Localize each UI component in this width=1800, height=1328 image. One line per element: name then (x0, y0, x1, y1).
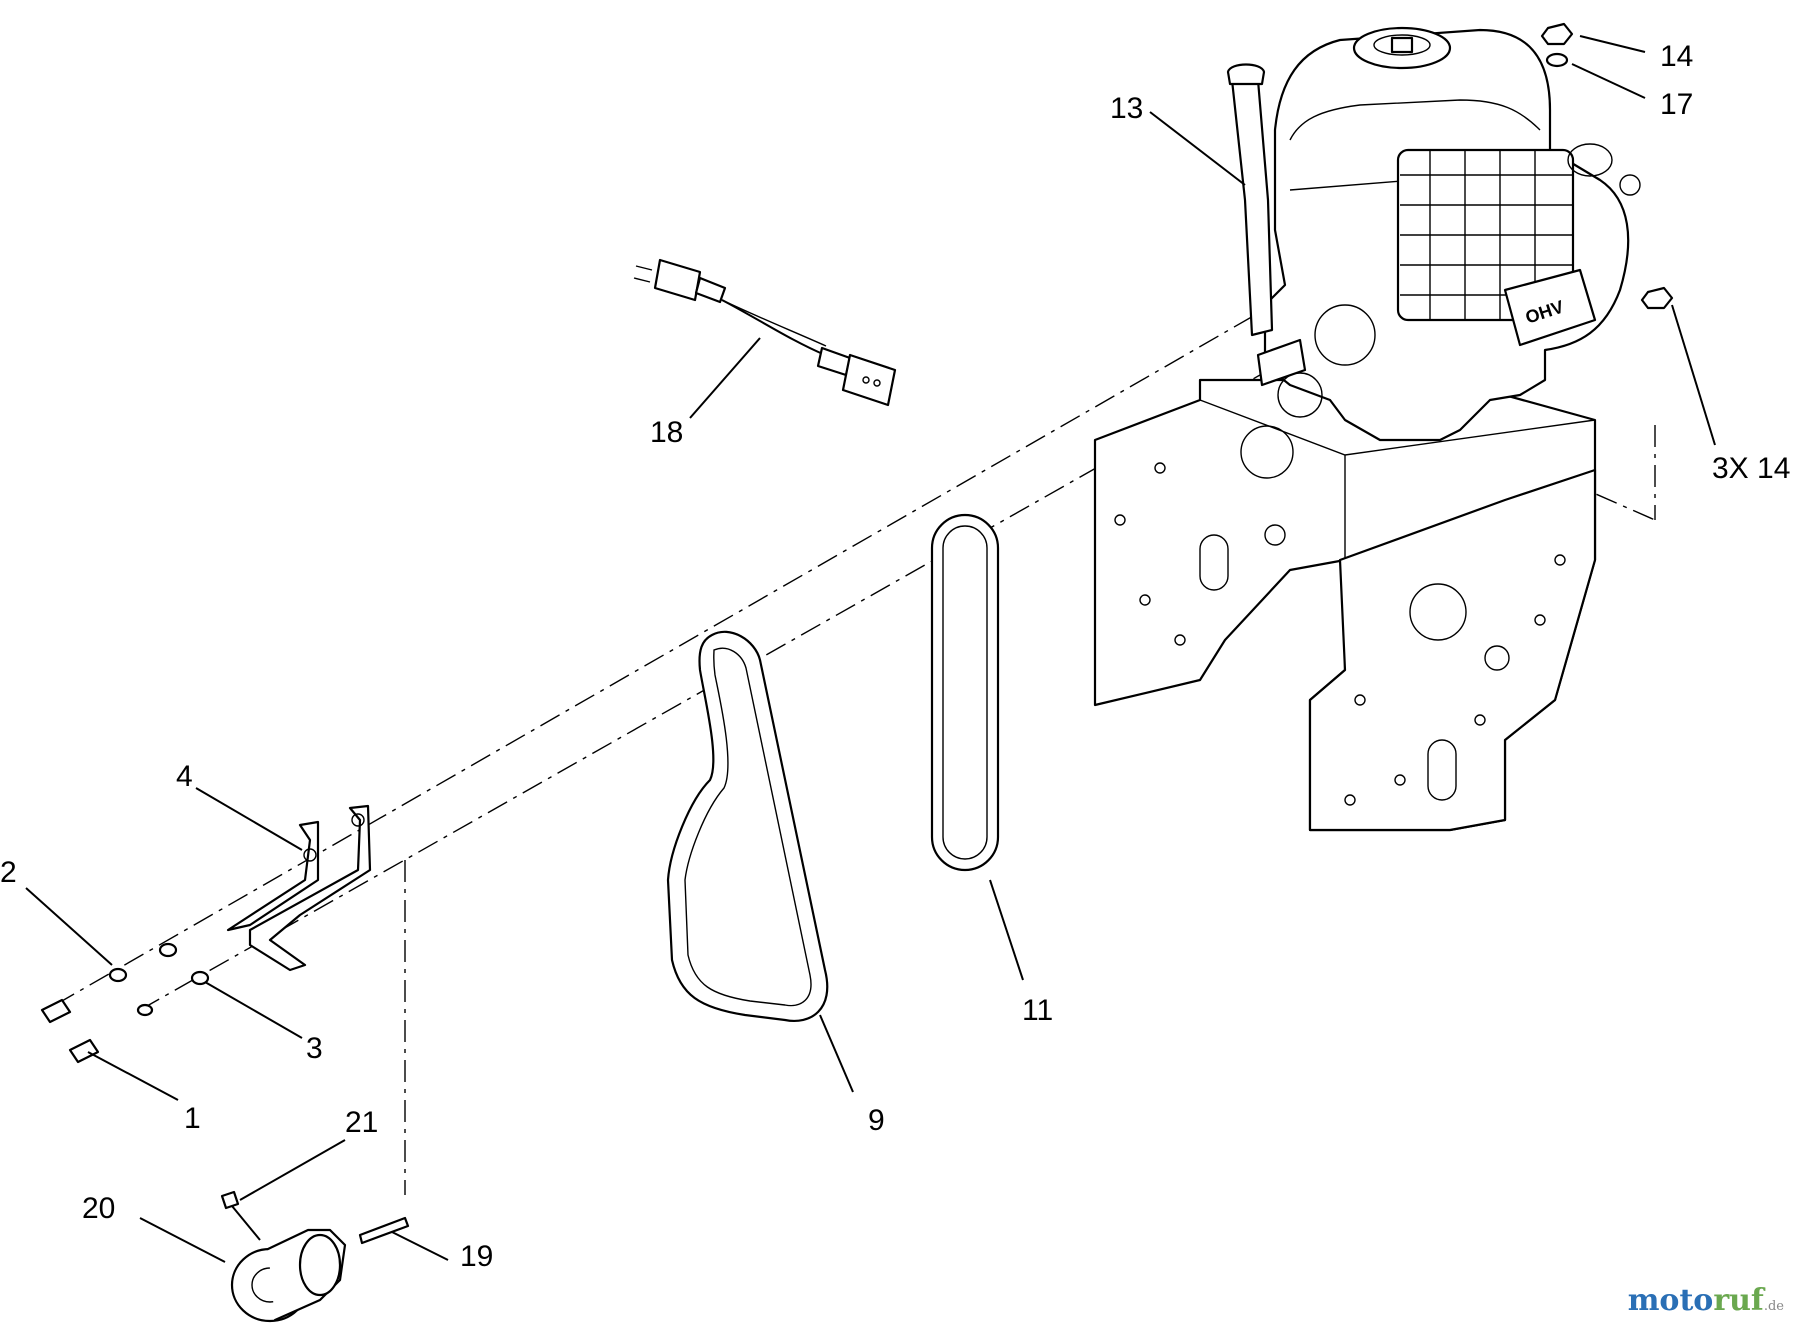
callouts: 1 2 3 4 9 11 13 14 17 3X 14 18 19 20 21 (0, 40, 1790, 1273)
watermark-logo: motoruf.de (1628, 1283, 1784, 1318)
watermark-suffix: .de (1763, 1299, 1784, 1314)
callout-19: 19 (460, 1240, 493, 1273)
callout-20: 20 (82, 1192, 115, 1225)
callout-3: 3 (306, 1032, 323, 1065)
belt-9 (666, 630, 829, 1022)
leader-lines (25, 35, 1716, 1263)
callout-17: 17 (1660, 88, 1693, 121)
fasteners (1540, 22, 1674, 310)
chassis-plates (1093, 378, 1597, 832)
callout-18: 18 (650, 416, 683, 449)
callout-11: 11 (1022, 994, 1053, 1027)
watermark-part-b: ruf (1713, 1283, 1764, 1318)
callout-21: 21 (345, 1106, 378, 1139)
callout-2: 2 (0, 856, 17, 889)
callout-13: 13 (1110, 92, 1143, 125)
extension-cord (633, 258, 897, 407)
callout-3x14: 3X 14 (1712, 452, 1790, 485)
callout-14: 14 (1660, 40, 1693, 73)
pulley-assembly (220, 1190, 410, 1323)
engine: OHV (1226, 26, 1641, 442)
callout-4: 4 (176, 760, 193, 793)
bracket-hardware (40, 804, 372, 1064)
callout-1: 1 (184, 1102, 201, 1135)
watermark-part-a: moto (1627, 1283, 1714, 1318)
callout-9: 9 (868, 1104, 885, 1137)
belt-11 (930, 513, 1000, 872)
